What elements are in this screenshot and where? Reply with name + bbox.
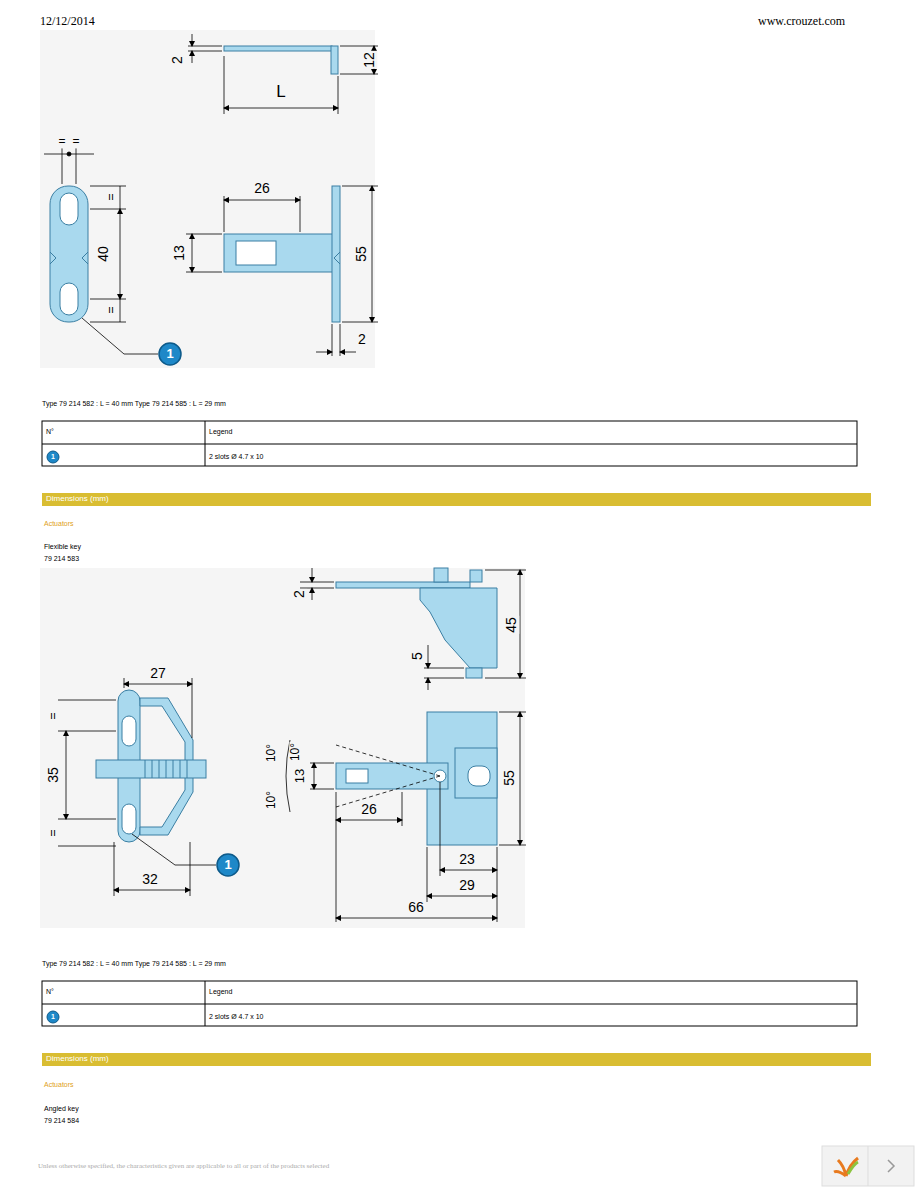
callout-number: 1 bbox=[51, 1013, 55, 1021]
dimension-label: = bbox=[47, 828, 60, 837]
dimension-label: 45 bbox=[504, 616, 519, 634]
dimension-label: = bbox=[105, 305, 118, 314]
text-label: Legend bbox=[209, 988, 232, 996]
dimension-label: 32 bbox=[141, 872, 159, 887]
text-label: 79 214 583 bbox=[44, 555, 79, 563]
page-header: 12/12/2014 bbox=[40, 15, 95, 28]
text-label: Actuators bbox=[44, 1081, 74, 1089]
text-label: Angled key bbox=[44, 1105, 79, 1113]
dimension-label: 13 bbox=[293, 768, 307, 784]
dimension-label: L bbox=[275, 83, 286, 102]
text-label: 2 slots Ø 4.7 x 10 bbox=[209, 453, 263, 461]
dimension-label: = bbox=[71, 135, 80, 148]
dimension-label: 13 bbox=[172, 244, 187, 262]
dimension-label: 2 bbox=[292, 589, 307, 599]
dimension-label: 55 bbox=[354, 245, 369, 263]
dimension-label: 5 bbox=[410, 651, 425, 661]
dimension-label: 10° bbox=[265, 790, 278, 810]
dimension-label: 2 bbox=[357, 332, 367, 347]
page-header: www.crouzet.com bbox=[758, 15, 845, 28]
callout-number: 1 bbox=[51, 453, 55, 461]
text-label: Type 79 214 582 : L = 40 mm Type 79 214 … bbox=[42, 960, 226, 968]
text-label: 2 slots Ø 4.7 x 10 bbox=[209, 1013, 263, 1021]
dimension-label: 10° bbox=[265, 743, 278, 763]
dimension-label: 26 bbox=[360, 802, 378, 817]
band-title: Dimensions (mm) bbox=[46, 1054, 867, 1064]
dimension-label: 55 bbox=[502, 769, 517, 787]
dimension-label: 66 bbox=[407, 900, 425, 915]
dimension-label: 2 bbox=[170, 55, 185, 65]
text-label: Actuators bbox=[44, 520, 74, 528]
dimension-label: = bbox=[47, 711, 60, 720]
dimension-label: 10° bbox=[289, 742, 302, 762]
callout-number: 1 bbox=[224, 858, 231, 872]
callout-number: 1 bbox=[166, 347, 173, 361]
band-title: Dimensions (mm) bbox=[46, 494, 867, 504]
dimension-label: = bbox=[57, 135, 66, 148]
section-band: Dimensions (mm) bbox=[42, 493, 871, 506]
text-label: N° bbox=[46, 428, 54, 436]
dimension-label: 40 bbox=[96, 245, 111, 263]
footer-note: Unless otherwise specified, the characte… bbox=[38, 1163, 329, 1171]
dimension-label: 35 bbox=[46, 766, 61, 784]
dimension-label: 29 bbox=[458, 878, 476, 893]
dimension-label: 12 bbox=[362, 51, 377, 69]
section-band: Dimensions (mm) bbox=[42, 1053, 871, 1066]
text-label: Flexible key bbox=[44, 543, 81, 551]
dimension-label: 27 bbox=[149, 666, 167, 681]
dimension-label: 26 bbox=[253, 181, 271, 196]
text-label: Type 79 214 582 : L = 40 mm Type 79 214 … bbox=[42, 400, 226, 408]
text-label: 79 214 584 bbox=[44, 1117, 79, 1125]
text-label: N° bbox=[46, 988, 54, 996]
dimension-label: = bbox=[105, 192, 118, 201]
text-label: Legend bbox=[209, 428, 232, 436]
dimension-label: 23 bbox=[458, 852, 476, 867]
